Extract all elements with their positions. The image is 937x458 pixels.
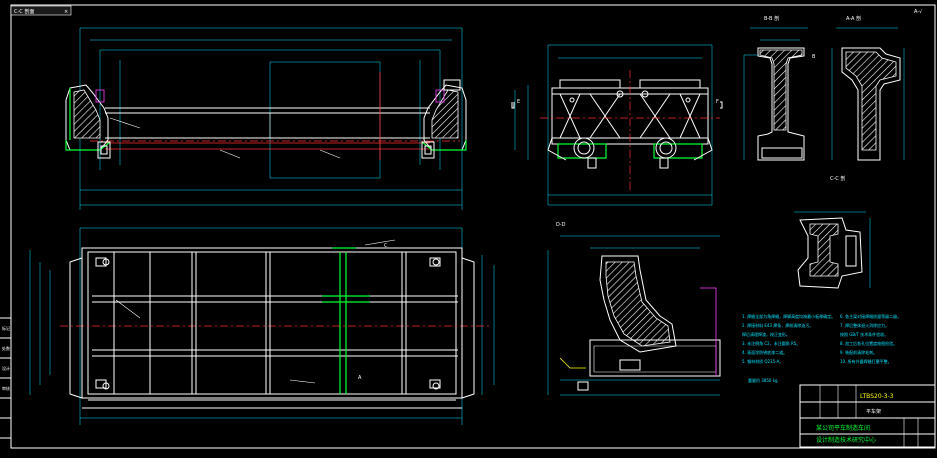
weight-label: 重量约 3850 kg <box>748 377 778 383</box>
section-d-d-label: D-D <box>556 222 566 228</box>
surface-finish-mark: A-√ <box>914 9 923 15</box>
margin-label-1: 标记 <box>2 325 10 331</box>
view-marks: A C E F B <box>358 54 816 381</box>
note-right-5: 9. 装配前清除毛刺。 <box>840 349 877 355</box>
technical-notes: 1. 焊缝全部为角焊缝，焊脚高度均按最小板厚确定。 2. 焊接材料 E43 焊条… <box>742 313 901 364</box>
note-left-1: 1. 焊缝全部为角焊缝，焊脚高度均按最小板厚确定。 <box>742 313 835 319</box>
section-c-c-label: C-C 剖 <box>830 175 845 182</box>
section-b-b: B-B 剖 <box>743 15 808 161</box>
note-left-5: 4. 表面涂防锈底漆二道。 <box>742 349 787 355</box>
section-a-a: A-A 剖 <box>831 15 905 161</box>
margin-label-2: 处数 <box>2 345 10 351</box>
note-left-4: 3. 未注倒角 C2，未注圆角 R5。 <box>742 340 800 346</box>
view-mark-c: C <box>384 243 388 249</box>
section-b-b-label: B-B 剖 <box>764 15 779 22</box>
plan-view <box>29 227 495 425</box>
section-a-a-label: A-A 剖 <box>846 15 861 22</box>
organization-line-2: 设计制造技术研究中心 <box>816 436 876 444</box>
side-view <box>511 44 723 206</box>
view-tab-label: C-C 剖面 <box>14 8 34 15</box>
view-tab[interactable]: C-C 剖面 × <box>10 5 72 16</box>
title-block: 重量约 3850 kg LTBS20-3-3 平车架 某公司平车制造车间 设计制… <box>748 377 936 448</box>
note-left-6: 5. 钢材材质 Q235-A。 <box>742 358 783 364</box>
part-name: 平车架 <box>866 408 881 415</box>
left-margin-labels: 标记 处数 设计 审核 <box>2 325 10 391</box>
margin-label-3: 设计 <box>2 365 10 371</box>
note-right-6: 10. 所有外露焊缝打磨平整。 <box>840 358 892 364</box>
close-icon[interactable]: × <box>64 9 68 15</box>
note-left-3: 焊后清理焊渣，校正变形。 <box>742 331 790 337</box>
view-mark-a: A <box>358 375 362 381</box>
note-right-3: 按照 GB/T 技术条件验收。 <box>840 331 888 337</box>
view-mark-e: E <box>517 99 520 105</box>
view-mark-b: B <box>812 54 816 60</box>
note-left-2: 2. 焊接材料 E43 焊条，焊前清除油污。 <box>742 322 813 328</box>
section-c-c: C-C 剖 <box>794 175 871 289</box>
section-d-d: D-D <box>547 222 721 396</box>
front-view <box>65 27 467 210</box>
view-mark-f: F <box>716 99 719 105</box>
drawing-number: LTBS20-3-3 <box>860 393 894 400</box>
margin-label-4: 审核 <box>2 385 10 391</box>
note-right-2: 7. 焊后整体退火消除应力。 <box>840 322 889 328</box>
organization-line-1: 某公司平车制造车间 <box>816 424 870 432</box>
note-right-1: 6. 各主梁对接焊缝质量等级二级。 <box>840 313 901 319</box>
note-right-4: 8. 加工后各孔位置度按图检验。 <box>840 340 897 346</box>
drawing-frame <box>10 4 936 449</box>
